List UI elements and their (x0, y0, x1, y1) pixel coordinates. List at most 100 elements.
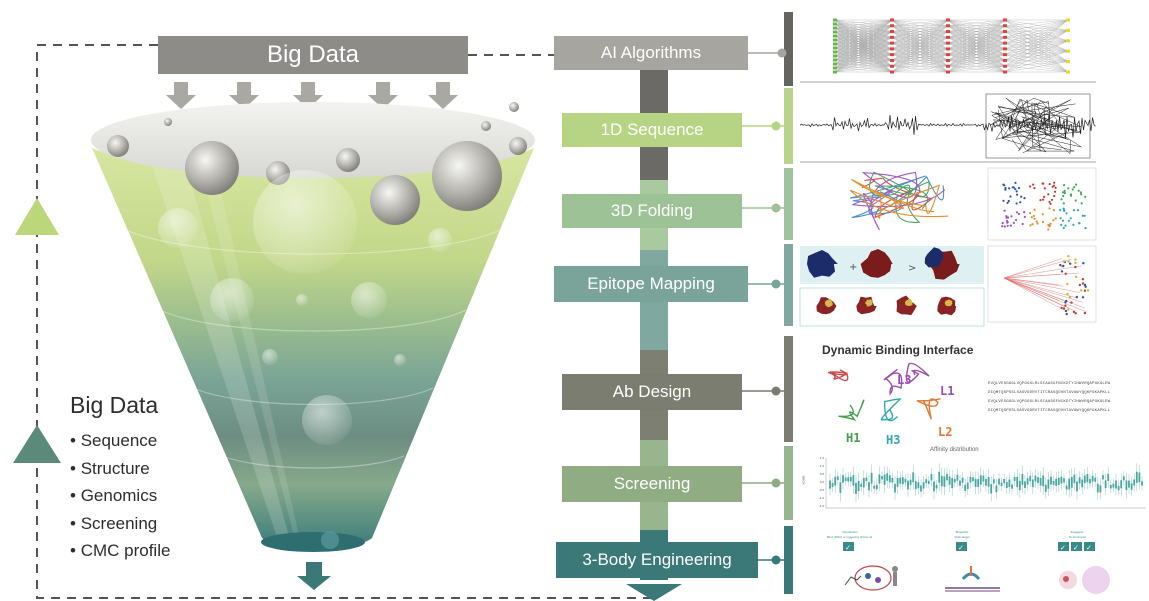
boxplot-box (974, 478, 977, 487)
scatter-point (1004, 186, 1007, 190)
boxplot-box (935, 484, 938, 489)
svg-text:✓: ✓ (958, 544, 964, 552)
network-node (1003, 35, 1007, 39)
scatter-point (1067, 260, 1070, 263)
scatter-point (1081, 282, 1085, 285)
boxplot-box (933, 481, 935, 492)
loop-label-h3: H3 (886, 433, 901, 447)
boxplot-box (925, 479, 928, 484)
boxplot-box (1055, 478, 1058, 486)
scatter-point (1075, 183, 1078, 186)
scatter-point (1029, 224, 1032, 227)
network-node (833, 18, 837, 22)
scatter-point (1076, 209, 1080, 212)
boxplot-box (899, 477, 902, 484)
boxplot-box (1070, 476, 1073, 488)
scatter-point (1079, 191, 1082, 194)
loop-label-l2: L2 (938, 425, 953, 439)
scatter-point (1031, 223, 1034, 226)
scatter-point (1017, 212, 1021, 216)
boxplot-box (966, 482, 969, 489)
boxplot-box (1042, 475, 1045, 487)
scatter-point (1064, 272, 1067, 275)
svg-text:✓: ✓ (1073, 544, 1079, 552)
trajectory-scribble (998, 97, 1082, 155)
scatter-point (1084, 227, 1087, 230)
scatter-point (1023, 215, 1026, 218)
boxplot-box (1091, 476, 1094, 482)
pipeline-track (626, 70, 682, 601)
trajectory-scribble (997, 105, 1069, 150)
affinity-y-tick: -0.5 (818, 488, 824, 492)
scatter-point (1061, 219, 1065, 222)
boxplot-box (1052, 481, 1055, 485)
network-node (946, 58, 950, 62)
list-item: • Genomics (70, 486, 158, 505)
scatter-point (1074, 258, 1077, 261)
boxplot-box (1029, 475, 1032, 482)
boxplot-box (977, 479, 980, 487)
network-node (1003, 18, 1007, 22)
scatter-point (1072, 209, 1075, 212)
boxplot-box (948, 476, 951, 485)
scatter-point (1047, 228, 1050, 231)
stage-connectors (742, 12, 793, 594)
boxplot-box (855, 483, 857, 494)
scatter-point (1083, 289, 1087, 292)
boxplot-box (1011, 484, 1013, 489)
scatter-point (1006, 224, 1009, 227)
boxplot-box (1109, 485, 1112, 489)
stage-screening: Screening (562, 466, 742, 502)
protein-blob (924, 247, 944, 268)
loop-label-l1: L1 (940, 384, 955, 398)
boxplot-box (1081, 479, 1084, 488)
scatter-point (1081, 278, 1085, 281)
scatter-point (1043, 187, 1046, 190)
scatter-point (1019, 201, 1022, 204)
engineering-col-check: Tri-functional (1068, 535, 1086, 539)
boxplot-box (878, 474, 881, 484)
boxplot-box (1083, 475, 1086, 483)
boxplot-box (922, 482, 925, 489)
boxplot-box (972, 477, 974, 482)
scatter-point (1086, 289, 1090, 292)
boxplot-box (886, 473, 889, 481)
cell-illustrations (844, 565, 1110, 594)
big-data-list: Big Data • Sequence • Structure • Genomi… (70, 392, 170, 565)
loop-label-h1: H1 (846, 431, 861, 445)
boxplot-box (829, 480, 831, 489)
scatter-point (1060, 223, 1063, 226)
scatter-point (1062, 202, 1065, 205)
connection-line (1003, 277, 1064, 301)
scatter-point (1008, 187, 1011, 190)
scatter-point (1006, 221, 1009, 224)
scatter-point (1004, 188, 1007, 191)
scatter-point (1084, 285, 1087, 288)
scatter-point (1043, 195, 1046, 198)
scatter-point (1014, 188, 1017, 191)
affinity-chart-panel (800, 452, 1146, 522)
boxplot-box (1112, 483, 1115, 488)
network-node (833, 26, 837, 30)
boxplot-box (1135, 471, 1138, 483)
scatter-point (1074, 275, 1078, 279)
sequence-line: DIQMTQSPSSLSASVGDRVTITCRASQDVNTAVAWYQQKP… (988, 391, 1111, 395)
boxplot-box (1076, 481, 1078, 492)
cdr-loop (883, 368, 903, 396)
scatter-point (1074, 265, 1077, 269)
network-node (1066, 49, 1070, 53)
network-node (833, 30, 837, 34)
protein-chain (869, 171, 930, 223)
scatter-point (1078, 283, 1082, 287)
boxplot-box (1044, 484, 1047, 492)
scatter-point (1052, 219, 1055, 222)
boxplot-box (1073, 474, 1076, 484)
network-node (946, 64, 950, 68)
network-node (833, 46, 837, 50)
scatter-point (1052, 184, 1055, 187)
stage-3-body-engineering: 3-Body Engineering (556, 542, 758, 578)
network-node (833, 42, 837, 46)
scatter-point (1035, 220, 1038, 223)
boxplot-box (844, 477, 847, 481)
affinity-y-label: KD(M) (801, 475, 806, 485)
